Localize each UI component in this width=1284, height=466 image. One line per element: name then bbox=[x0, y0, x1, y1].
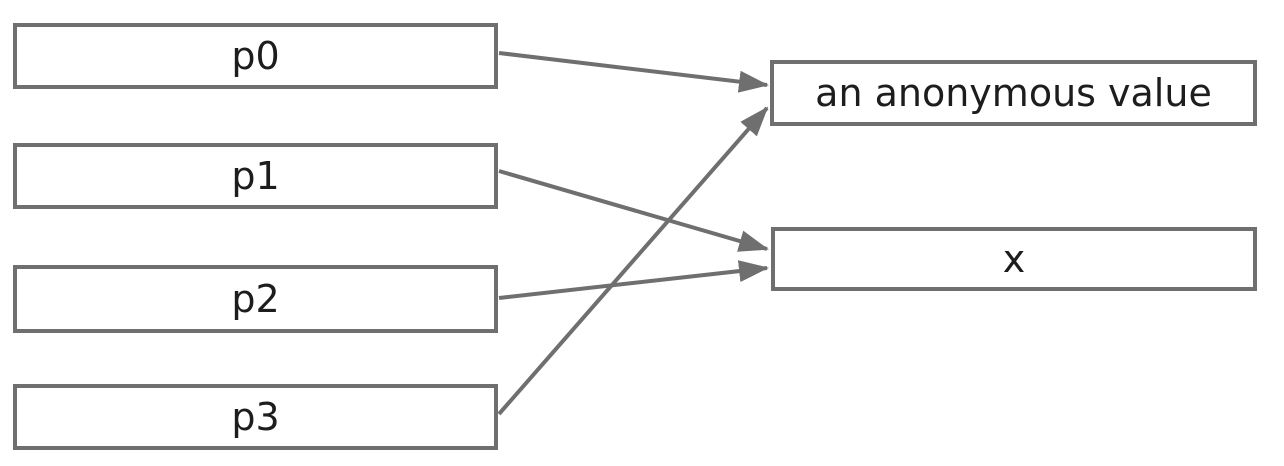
node-p3-label: p3 bbox=[231, 395, 280, 439]
node-p1: p1 bbox=[13, 143, 498, 209]
edge-p0-to-anonymous-value bbox=[498, 51, 769, 93]
edge-p2-to-x bbox=[498, 260, 769, 300]
node-anonymous-value-label: an anonymous value bbox=[815, 71, 1212, 115]
node-p0-label: p0 bbox=[231, 34, 280, 78]
node-x-label: x bbox=[1002, 237, 1026, 281]
node-p2: p2 bbox=[13, 265, 498, 333]
node-p3: p3 bbox=[13, 384, 498, 450]
edge-p1-to-x bbox=[498, 169, 769, 252]
edge-p3-to-anonymous-value bbox=[497, 106, 769, 416]
node-p0: p0 bbox=[13, 23, 498, 89]
node-x: x bbox=[771, 227, 1257, 291]
node-p2-label: p2 bbox=[231, 277, 280, 321]
node-p1-label: p1 bbox=[231, 154, 280, 198]
node-anonymous-value: an anonymous value bbox=[770, 60, 1257, 126]
